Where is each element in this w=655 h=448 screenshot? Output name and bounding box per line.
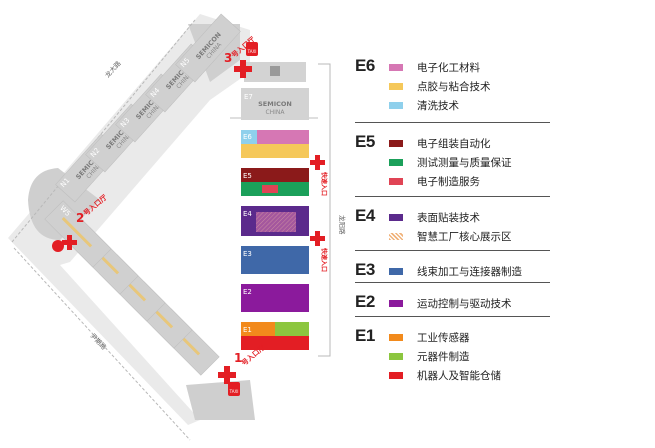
legend-code: E5: [355, 132, 375, 151]
legend-item: 清洗技术: [389, 96, 459, 114]
legend-code: E3: [355, 260, 375, 279]
legend-label: 点胶与粘合技术: [417, 80, 491, 93]
legend-item: 工业传感器: [389, 328, 470, 346]
legend-item: 电子化工材料: [389, 58, 480, 76]
legend-label: 清洗技术: [417, 99, 459, 112]
legend-swatch: [389, 371, 403, 379]
quick-entrance-cross-icon: [310, 155, 325, 170]
hall-e1[interactable]: E1: [241, 322, 309, 350]
quick-entrance-upper[interactable]: 快速入口: [310, 155, 328, 196]
legend-label: 电子化工材料: [417, 61, 480, 74]
legend-label: 测试测量与质量保证: [417, 156, 512, 169]
hall-e4-label: E4: [243, 210, 252, 218]
quick-entrance-lower[interactable]: 快速入口: [310, 231, 328, 272]
legend-label: 电子制造服务: [417, 175, 480, 188]
gate-2-number: 2: [76, 211, 84, 225]
legend-label: 电子组装自动化: [417, 137, 491, 150]
legend-label: 运动控制与驱动技术: [417, 297, 512, 310]
hall-e3-label: E3: [243, 250, 252, 258]
hall-e5[interactable]: E5: [241, 168, 309, 196]
legend-swatch: [389, 101, 403, 109]
gate-3-taxi: TAXI: [247, 49, 257, 54]
hall-n5-shape: [175, 13, 241, 83]
legend-code: E2: [355, 292, 375, 311]
hall-e7[interactable]: E7 SEMICON CHINA: [241, 88, 309, 120]
legend-code: E4: [355, 206, 375, 225]
legend-label: 表面贴装技术: [417, 211, 480, 224]
legend-item: 电子组装自动化: [389, 134, 491, 152]
legend-label: 智慧工厂核心展示区: [417, 230, 512, 243]
gate-2-cross-icon: [62, 235, 77, 250]
quick-entrance-cross-icon: [310, 231, 325, 246]
road-label-top: 龙大路: [103, 58, 123, 79]
legend-item: 元器件制造: [389, 347, 470, 365]
legend-item: 测试测量与质量保证: [389, 153, 512, 171]
legend-divider: [355, 282, 550, 283]
legend-swatch: [389, 139, 403, 147]
hall-e5-label: E5: [243, 172, 252, 180]
hall-e1-label: E1: [243, 326, 252, 334]
west-halls: W1W2W3W4W5: [44, 200, 220, 376]
hall-w5[interactable]: W5: [44, 200, 112, 268]
legend-divider: [355, 196, 550, 197]
legend-swatch: [389, 232, 403, 240]
legend-item: 运动控制与驱动技术: [389, 294, 512, 312]
east-halls: E7 SEMICON CHINA E6 E5 E4 E3 E2: [241, 88, 309, 350]
gate-1-cross-icon: [218, 366, 236, 384]
hall-e6-label: E6: [243, 133, 252, 141]
legend-item: 机器人及智能仓储: [389, 366, 501, 384]
legend-label: 元器件制造: [417, 350, 470, 363]
gate-3-cross-icon: [234, 60, 252, 78]
legend-swatch: [389, 213, 403, 221]
legend-label: 线束加工与连接器制造: [417, 265, 522, 278]
legend-swatch: [389, 82, 403, 90]
legend-swatch: [389, 299, 403, 307]
legend-item: 电子制造服务: [389, 172, 480, 190]
e7-semicon-text: SEMICON: [258, 100, 292, 108]
road-label-right: 龙阳路: [338, 215, 347, 235]
taxi-icon: [228, 382, 240, 396]
gate-1-taxi: TAXI: [229, 389, 239, 394]
taxi-icon: [246, 42, 258, 56]
legend-label: 机器人及智能仓储: [417, 369, 501, 382]
legend-divider: [355, 316, 550, 317]
north-halls: N1SEMICONCHINAN2SEMICONCHINAN3SEMICONCHI…: [55, 13, 241, 203]
legend-divider: [355, 122, 550, 123]
hall-stripe: [61, 217, 93, 248]
legend-swatch: [389, 267, 403, 275]
quick-entrance-lower-label: 快速入口: [320, 247, 328, 272]
gate-1-number: 1: [234, 351, 242, 365]
quick-entrance-upper-label: 快速入口: [320, 171, 328, 196]
hall-e2-label: E2: [243, 288, 252, 296]
legend-item: 智慧工厂核心展示区: [389, 227, 512, 245]
legend-swatch: [389, 333, 403, 341]
legend-code: E6: [355, 56, 375, 75]
e7-china-text: CHINA: [265, 109, 285, 116]
legend-code: E1: [355, 326, 375, 345]
hall-annex: [244, 62, 306, 82]
legend-swatch: [389, 158, 403, 166]
legend-swatch: [389, 352, 403, 360]
legend-item: 线束加工与连接器制造: [389, 262, 522, 280]
legend-swatch: [389, 177, 403, 185]
hall-e7-label: E7: [244, 93, 253, 101]
hall-e6[interactable]: E6: [241, 130, 309, 158]
hall-e3[interactable]: E3: [241, 246, 309, 274]
gate-2-circle-icon: [52, 240, 64, 252]
hall-e4[interactable]: E4: [241, 206, 309, 236]
gate-3-number: 3: [224, 51, 232, 65]
legend-divider: [355, 250, 550, 251]
legend-swatch: [389, 63, 403, 71]
legend-label: 工业传感器: [417, 331, 470, 344]
legend-item: 表面贴装技术: [389, 208, 480, 226]
hall-e2[interactable]: E2: [241, 284, 309, 312]
legend-item: 点胶与粘合技术: [389, 77, 491, 95]
